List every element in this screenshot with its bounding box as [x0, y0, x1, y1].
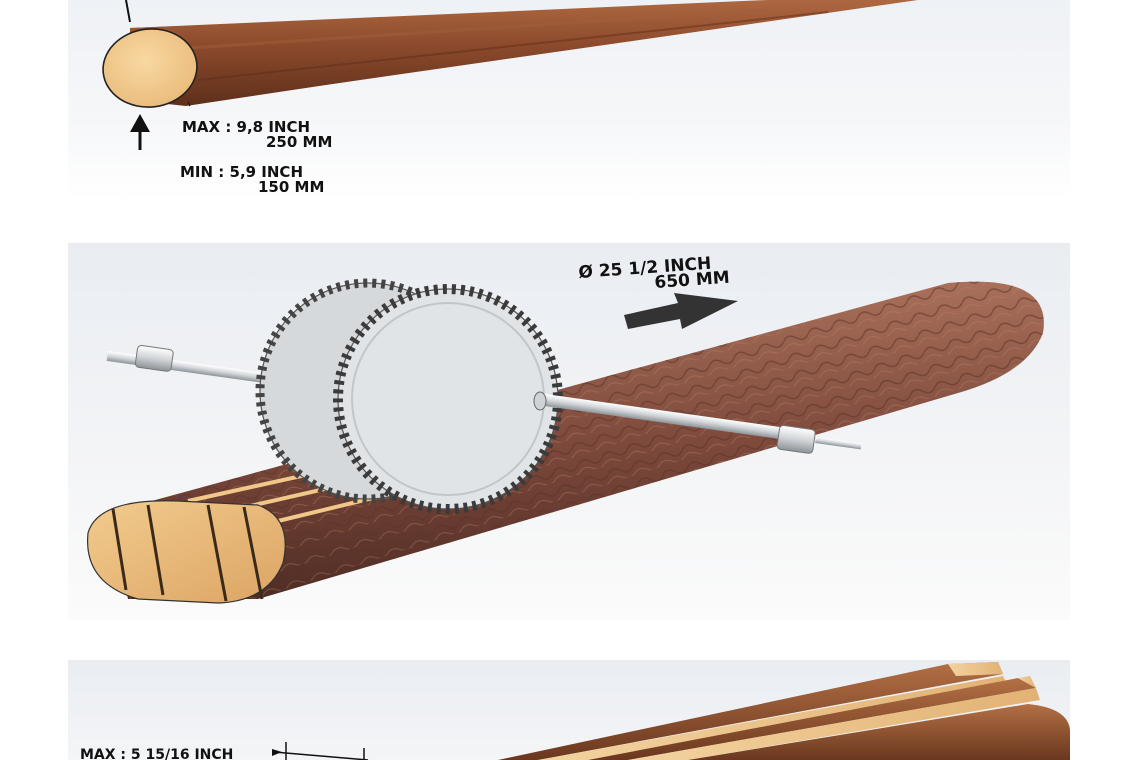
hanging-string	[125, 0, 131, 23]
min-diameter-label: MIN : 5,9 INCH	[180, 163, 303, 181]
dimension-marker	[272, 742, 369, 760]
top-panel: MAX : 9,8 INCH 250 MM MIN : 5,9 INCH 150…	[68, 0, 1070, 201]
log-illustration	[102, 0, 918, 150]
boards-illustration	[272, 662, 1070, 760]
min-diameter-mm: 150 MM	[258, 178, 325, 196]
log-end-face	[102, 28, 198, 108]
sawn-boards	[498, 662, 1070, 760]
saw-illustration	[87, 278, 1044, 604]
middle-panel: Ø 25 1/2 INCH 650 MM	[68, 243, 1070, 620]
saw-blade-front	[333, 284, 563, 514]
left-arrow-icon	[624, 293, 738, 329]
up-arrow-icon	[130, 114, 150, 150]
log-body-fill	[130, 0, 892, 106]
right-shaft	[533, 391, 862, 454]
bottom-panel: MAX : 5 15/16 INCH	[68, 660, 1070, 760]
max-diameter-mm: 250 MM	[266, 133, 333, 151]
board-max-label: MAX : 5 15/16 INCH	[80, 747, 234, 760]
log-end-face	[87, 500, 286, 604]
max-diameter-label: MAX : 9,8 INCH	[182, 118, 311, 136]
